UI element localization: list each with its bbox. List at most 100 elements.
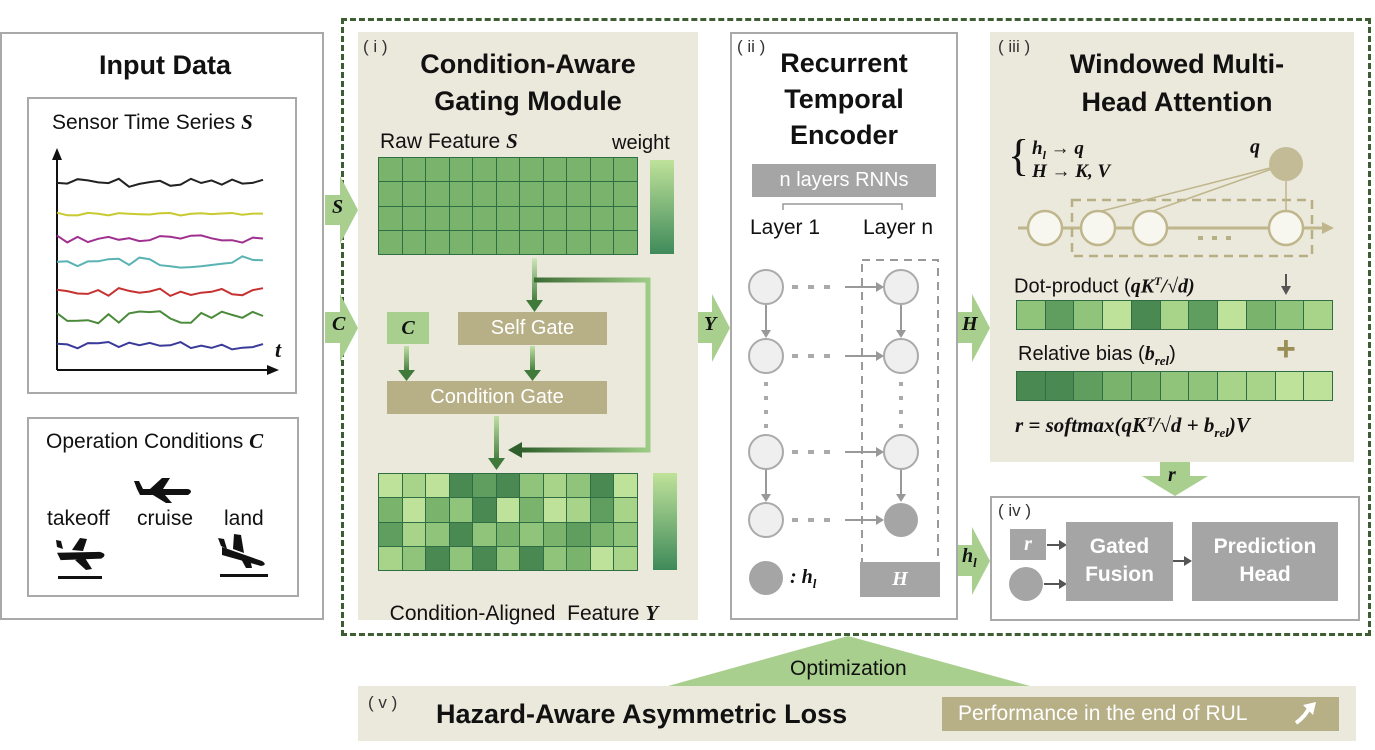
heatmap-cell	[402, 474, 426, 498]
heatmap-cell	[1074, 372, 1103, 400]
heatmap-cell	[473, 546, 496, 570]
hl-arrow-label: hl	[962, 545, 977, 570]
gating-module-title-line1: Condition-Aware	[420, 49, 636, 79]
module-ii-tag: ( ii )	[737, 37, 766, 56]
heatmap-cell	[473, 230, 496, 254]
land-label: land	[224, 507, 264, 530]
heatmap-cell	[567, 546, 590, 570]
attention-equation: r = softmax(qKᵀ/√d + brel)V	[1015, 413, 1250, 441]
weight-colorbar-bottom	[653, 473, 677, 570]
module-iii-tag: ( iii )	[998, 37, 1031, 56]
heatmap-cell	[496, 474, 520, 498]
heatmap-cell	[379, 230, 402, 254]
relative-bias-label: Relative bias (brel)	[1018, 343, 1176, 368]
heatmap-cell	[543, 230, 567, 254]
heatmap-cell	[449, 182, 473, 206]
heatmap-cell	[426, 230, 449, 254]
heatmap-cell	[1246, 301, 1275, 329]
heatmap-cell	[543, 474, 567, 498]
heatmap-cell	[426, 206, 449, 230]
n-layers-rnns-box: n layers RNNs	[752, 164, 936, 197]
heatmap-cell	[379, 546, 402, 570]
c-condition-box: C	[387, 312, 429, 344]
heatmap-cell	[590, 230, 614, 254]
encoder-title-line3: Encoder	[789, 120, 899, 150]
landing-plane-icon	[218, 534, 268, 577]
condition-gate-box: Condition Gate	[387, 381, 607, 414]
heatmap-cell	[614, 230, 637, 254]
heatmap-cell	[1304, 301, 1332, 329]
heatmap-cell	[402, 498, 426, 522]
r-arrow	[1142, 462, 1208, 496]
sensor-series-line	[56, 340, 264, 351]
sensor-time-series-box	[27, 97, 297, 394]
heatmap-cell	[1218, 372, 1246, 400]
c-arrow	[325, 294, 358, 362]
c-arrow-label: C	[332, 313, 346, 335]
heatmap-cell	[496, 546, 520, 570]
heatmap-cell	[567, 206, 590, 230]
heatmap-cell	[426, 546, 449, 570]
heatmap-cell	[473, 522, 496, 546]
heatmap-cell	[520, 158, 543, 182]
heatmap-cell	[473, 498, 496, 522]
heatmap-cell	[1160, 372, 1189, 400]
heatmap-cell	[520, 522, 543, 546]
heatmap-cell	[1189, 301, 1218, 329]
heatmap-cell	[614, 474, 637, 498]
heatmap-cell	[1074, 301, 1103, 329]
heatmap-cell	[520, 206, 543, 230]
dot-product-bar	[1016, 300, 1333, 330]
heatmap-cell	[1275, 372, 1304, 400]
heatmap-cell	[402, 230, 426, 254]
operation-conditions-box	[27, 417, 299, 597]
heatmap-cell	[520, 182, 543, 206]
r-input-box: r	[1010, 529, 1046, 560]
heatmap-cell	[496, 230, 520, 254]
heatmap-cell	[426, 474, 449, 498]
heatmap-cell	[449, 206, 473, 230]
weight-colorbar-top	[650, 160, 674, 254]
mapping-h-to-q: hl → q	[1032, 138, 1084, 162]
heatmap-cell	[520, 230, 543, 254]
sensor-series-line	[56, 234, 264, 244]
heatmap-cell	[614, 546, 637, 570]
q-node-label: q	[1250, 136, 1260, 158]
heatmap-cell	[473, 182, 496, 206]
heatmap-cell	[496, 182, 520, 206]
heatmap-cell	[567, 230, 590, 254]
encoder-title-line2: Temporal	[784, 84, 904, 114]
optimization-label: Optimization	[790, 657, 907, 680]
heatmap-cell	[402, 158, 426, 182]
heatmap-cell	[473, 158, 496, 182]
h-output-box: H	[860, 562, 940, 597]
heatmap-cell	[1131, 301, 1160, 329]
y-arrow-label: Y	[704, 313, 717, 335]
heatmap-cell	[614, 498, 637, 522]
heatmap-cell	[1304, 372, 1332, 400]
heatmap-cell	[614, 182, 637, 206]
heatmap-cell	[496, 498, 520, 522]
heatmap-cell	[1103, 301, 1131, 329]
condition-aligned-heatmap	[378, 473, 638, 571]
module-i-tag: ( i )	[363, 37, 388, 56]
heatmap-cell	[379, 158, 402, 182]
sensor-series-line	[56, 287, 264, 298]
gating-module-title-line2: Gating Module	[434, 86, 622, 116]
heatmap-cell	[402, 182, 426, 206]
heatmap-cell	[614, 522, 637, 546]
heatmap-cell	[449, 230, 473, 254]
h-arrow	[958, 294, 990, 362]
takeoff-label: takeoff	[47, 507, 110, 530]
heatmap-cell	[543, 498, 567, 522]
input-data-title: Input Data	[99, 50, 231, 80]
input-data-panel	[0, 32, 324, 620]
heatmap-cell	[590, 182, 614, 206]
heatmap-cell	[1017, 372, 1045, 400]
plus-sign: +	[1276, 330, 1296, 368]
